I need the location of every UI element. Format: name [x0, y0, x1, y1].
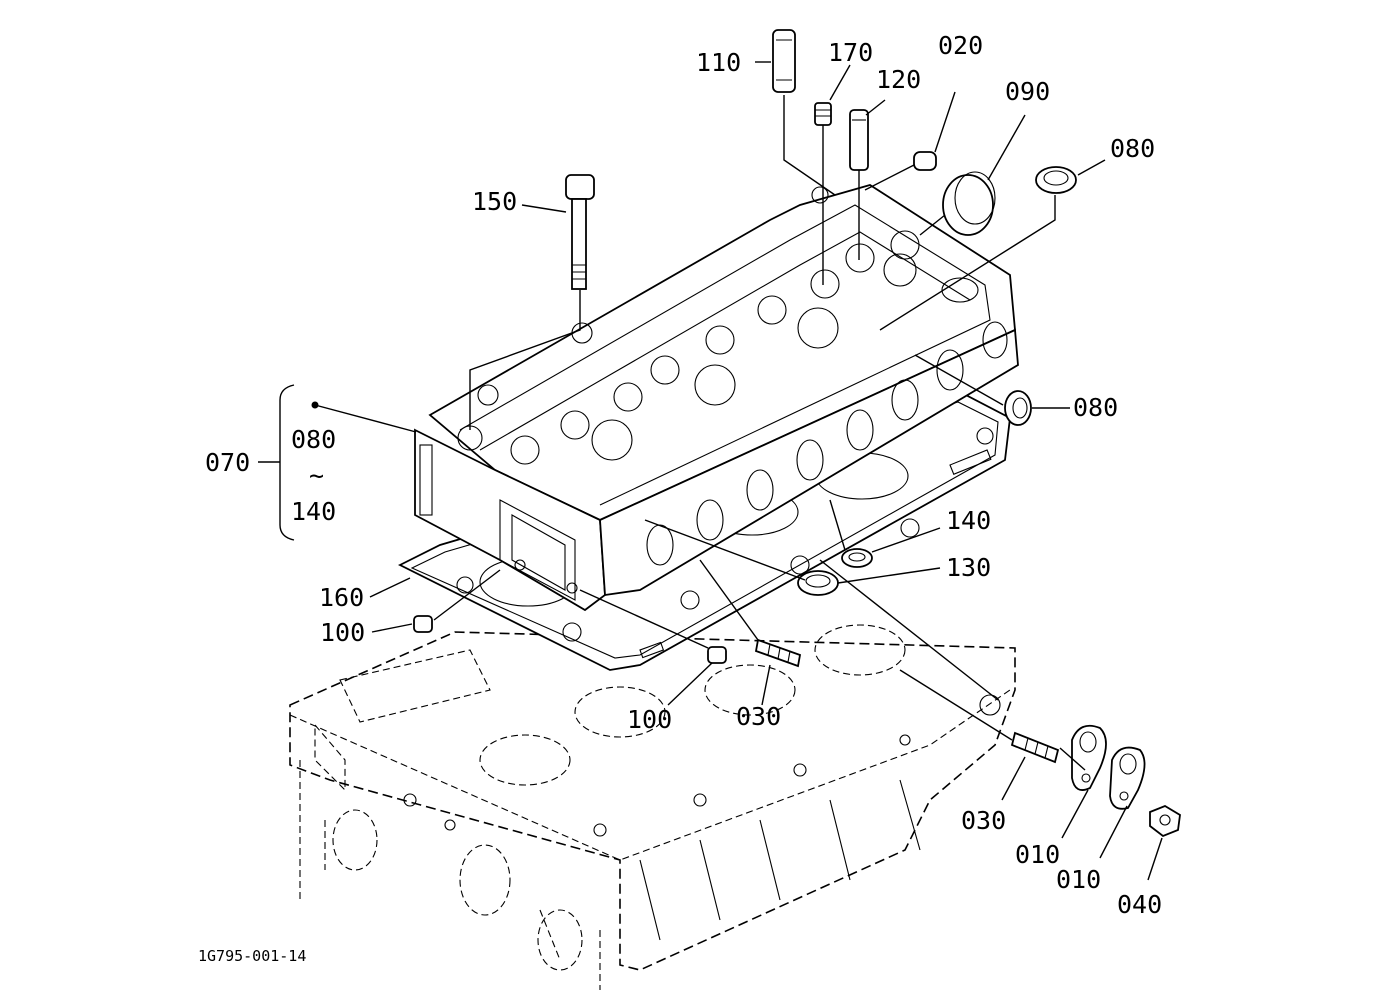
label-120[interactable]: 120: [876, 65, 921, 94]
part-080-seal-upper: [1035, 166, 1077, 194]
part-030-stud-right: [1010, 731, 1060, 764]
part-040-nut: [1149, 804, 1181, 838]
label-170[interactable]: 170: [828, 38, 873, 67]
label-100-left[interactable]: 100: [320, 618, 365, 647]
label-080-upper[interactable]: 080: [1110, 134, 1155, 163]
part-130-seal: [797, 570, 839, 596]
label-140[interactable]: 140: [946, 506, 991, 535]
part-150-head-bolt: [565, 174, 595, 290]
label-150[interactable]: 150: [472, 187, 517, 216]
label-020[interactable]: 020: [938, 31, 983, 60]
part-labels: 110 170 120 020 090 080 150 080 140 130 …: [198, 31, 1162, 965]
part-080-seal-right: [1004, 390, 1032, 426]
cylinder-head: [414, 184, 1019, 612]
part-110-glow-plug-sleeve: [772, 29, 796, 93]
label-030-center[interactable]: 030: [736, 702, 781, 731]
group-range-separator: ~: [309, 461, 324, 490]
label-110[interactable]: 110: [696, 48, 741, 77]
group-range-from: 080: [291, 425, 336, 454]
part-020-plug: [913, 151, 937, 171]
label-090[interactable]: 090: [1005, 77, 1050, 106]
label-070-group[interactable]: 070: [205, 448, 250, 477]
cylinder-block: [289, 624, 1016, 990]
part-140-ring: [841, 548, 873, 568]
leader-lines: [258, 61, 1163, 881]
part-010-bracket-a: [1071, 724, 1107, 791]
label-040[interactable]: 040: [1117, 890, 1162, 919]
part-100-pin-center: [707, 646, 727, 664]
part-100-pin-left: [413, 615, 433, 633]
part-120-guide: [849, 109, 869, 171]
label-010-b[interactable]: 010: [1056, 865, 1101, 894]
label-010-a[interactable]: 010: [1015, 840, 1060, 869]
part-170-plug: [814, 102, 832, 126]
label-160[interactable]: 160: [319, 583, 364, 612]
label-130[interactable]: 130: [946, 553, 991, 582]
label-100-center[interactable]: 100: [627, 705, 672, 734]
label-030-right[interactable]: 030: [961, 806, 1006, 835]
part-010-bracket-b: [1109, 746, 1146, 810]
part-090-cap: [942, 171, 996, 236]
drawing-reference: 1G795-001-14: [198, 947, 306, 965]
part-030-stud-center: [754, 638, 802, 668]
group-range-to: 140: [291, 497, 336, 526]
label-080-right[interactable]: 080: [1073, 393, 1118, 422]
